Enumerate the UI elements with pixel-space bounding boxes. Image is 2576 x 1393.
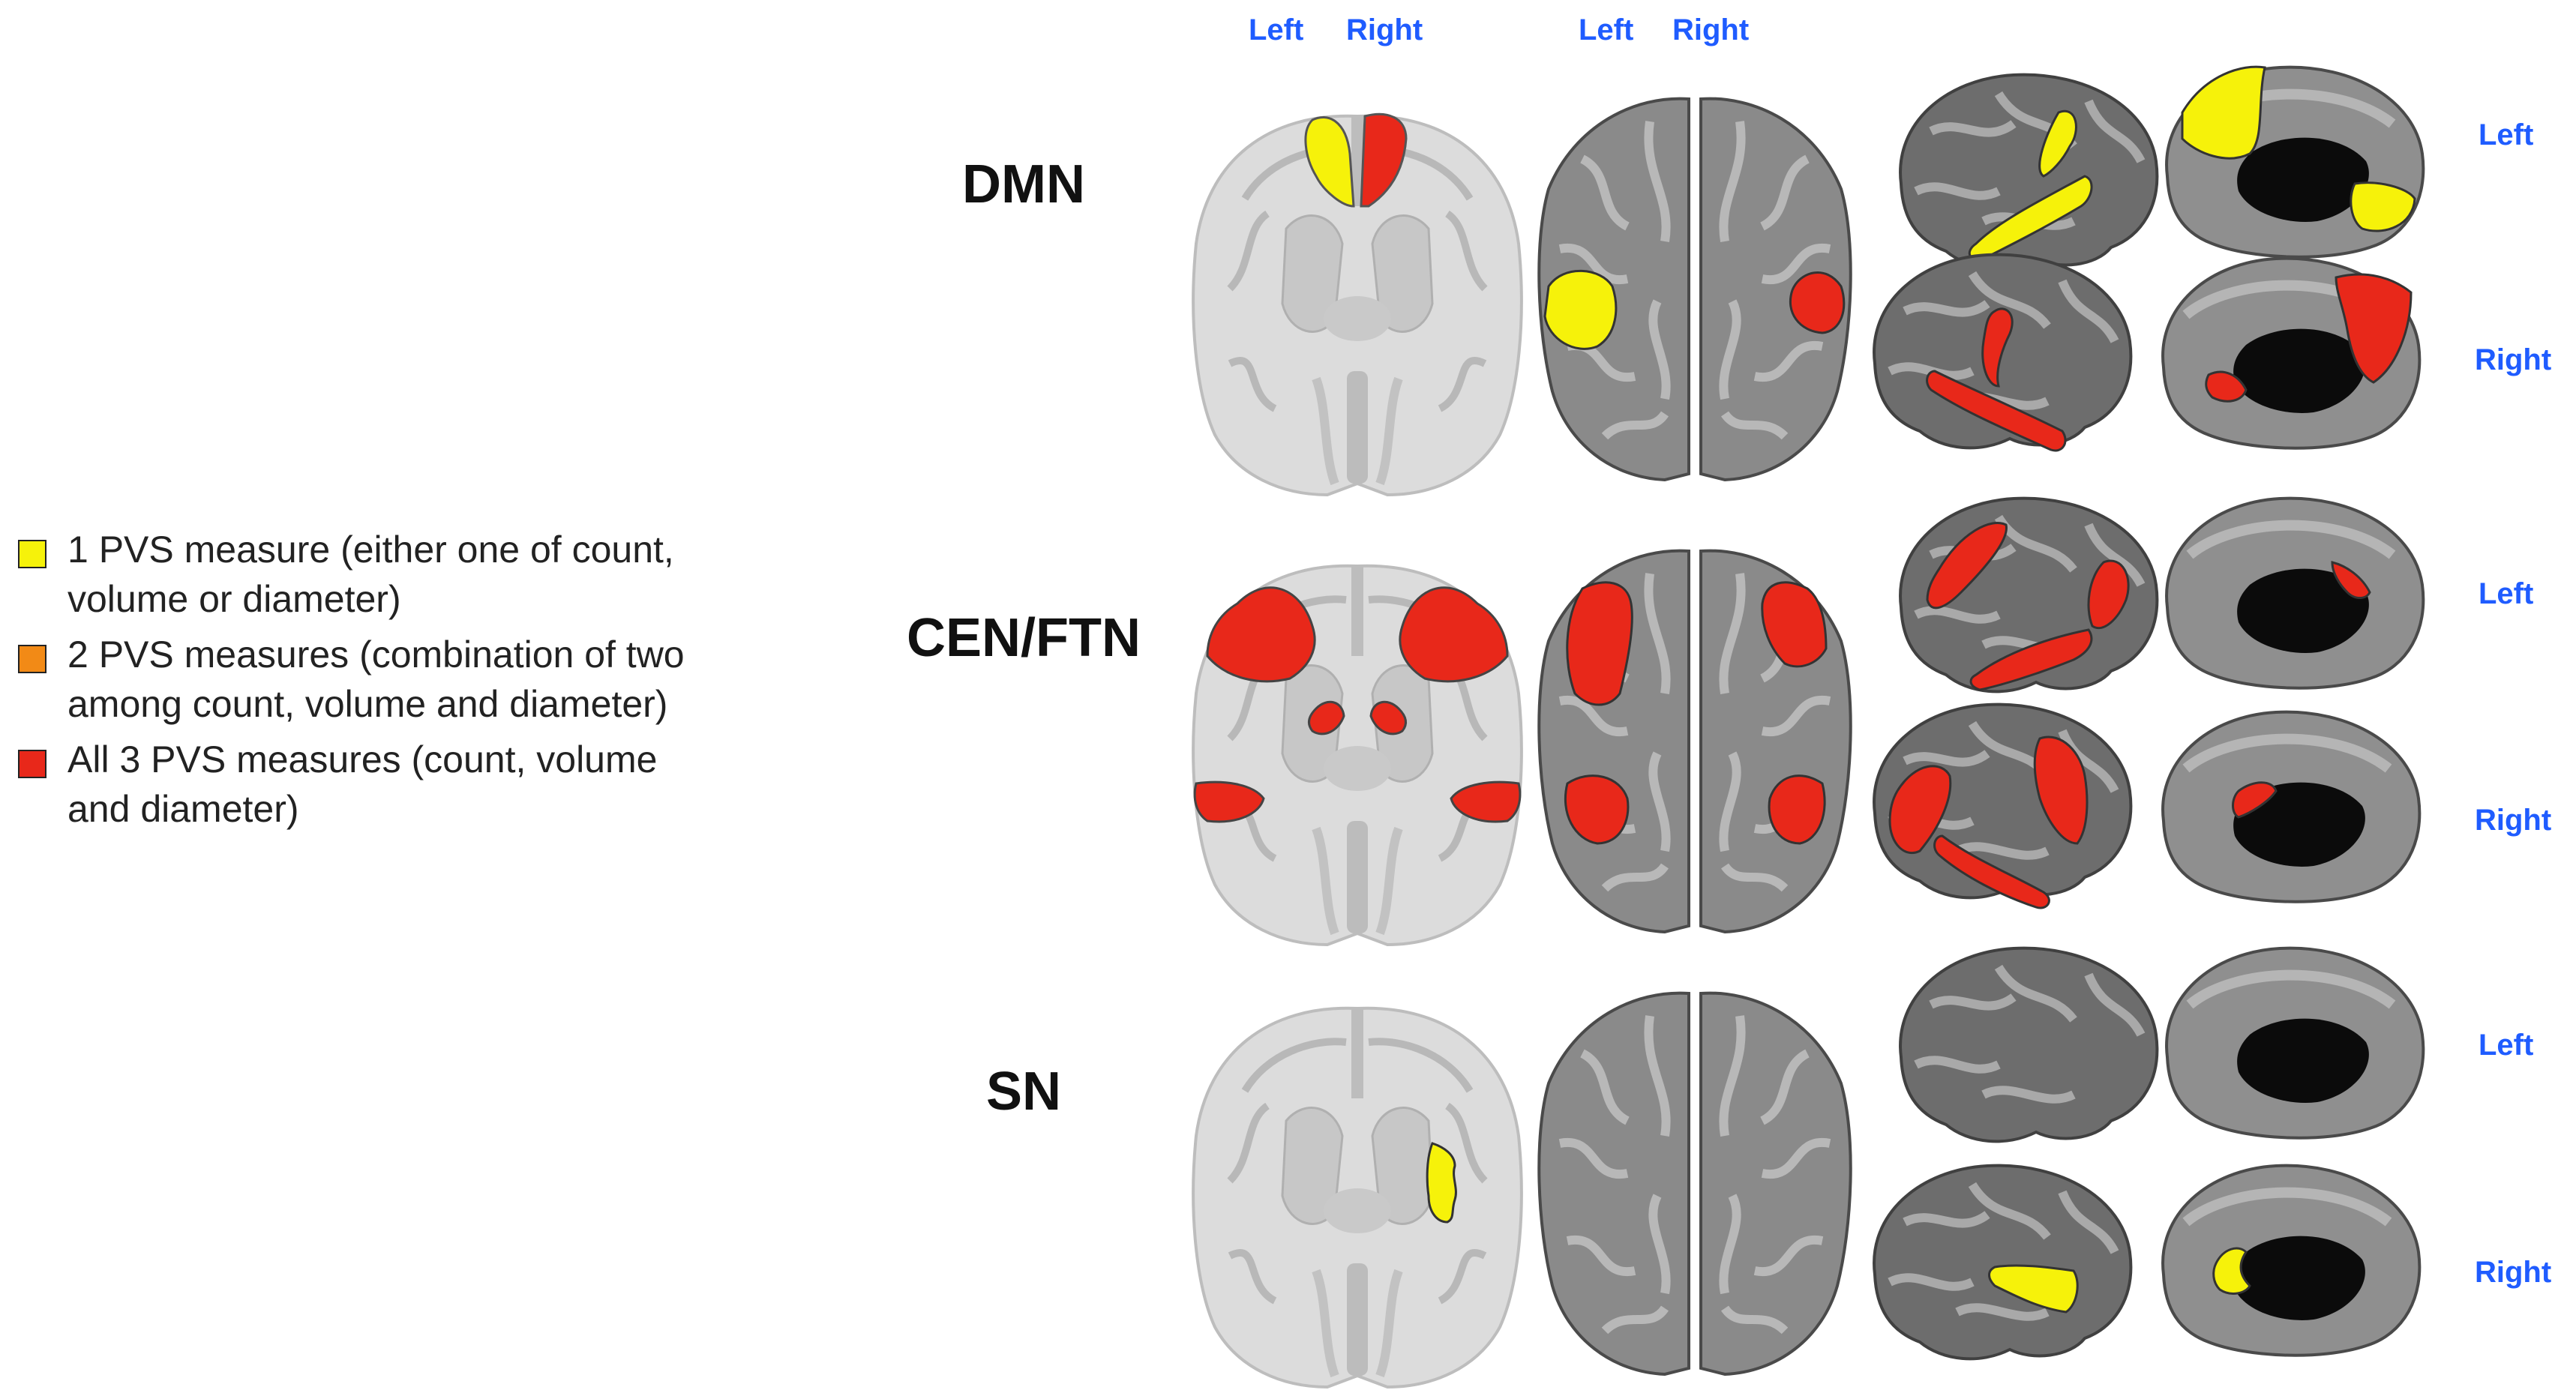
dmn-left-medial [2167,67,2423,257]
row1-label-right: Right [2475,343,2552,376]
top-label-left-axial: Left [1249,13,1304,46]
row3-label-right: Right [2475,1256,2552,1289]
dmn-right-lateral [1874,255,2131,451]
legend-item-3-measures: All 3 PVS measures (count, volume and di… [18,735,783,834]
legend-item-2-measures: 2 PVS measures (combination of two among… [18,630,783,729]
legend-text-1-line2: volume or diameter) [67,578,401,620]
legend-text-3-line2: and diameter) [67,788,299,830]
cen-dorsal-view [1539,551,1850,932]
dmn-axial-left-mpfc [1304,116,1355,208]
network-label-dmn: DMN [962,154,1085,214]
legend-text-2-line2: among count, volume and diameter) [67,683,668,725]
legend-item-1-measure: 1 PVS measure (either one of count, volu… [18,525,783,624]
sn-dorsal-view [1539,993,1850,1374]
cen-left-lateral [1900,499,2157,692]
top-label-right-axial: Right [1346,13,1423,46]
row3-label-left: Left [2479,1029,2534,1062]
row2-label-right: Right [2475,804,2552,837]
cen-right-lateral [1874,705,2131,909]
dmn-axial-right-mpfc [1360,112,1408,208]
sn-axial-slice [1193,1008,1522,1387]
dmn-right-medial [2163,259,2419,448]
cen-axial-slice [1193,566,1522,945]
legend: 1 PVS measure (either one of count, volu… [18,525,783,840]
legend-text-3-line1: All 3 PVS measures (count, volume [67,738,658,780]
sn-right-medial [2163,1166,2419,1356]
row2-label-left: Left [2479,577,2534,610]
sn-left-medial [2167,948,2423,1138]
network-label-cen-ftn: CEN/FTN [907,608,1141,668]
sn-axial-right-insula [1426,1142,1457,1224]
dmn-dorsal-right-parietal [1789,271,1846,334]
row1-label-left: Left [2479,118,2534,151]
dmn-dorsal-view [1539,99,1850,480]
top-label-right-surface: Right [1672,13,1750,46]
legend-swatch-orange [18,645,46,673]
dmn-left-lateral [1900,75,2157,268]
legend-text-2-line1: 2 PVS measures (combination of two [67,634,685,676]
sn-left-lateral [1900,948,2157,1142]
dmn-dorsal-left-parietal [1543,269,1618,350]
legend-swatch-red [18,750,46,778]
top-label-left-surface: Left [1579,13,1634,46]
dmn-axial-slice [1193,114,1522,495]
cen-right-medial [2163,712,2419,902]
network-label-sn: SN [985,1062,1062,1122]
legend-text-1-line1: 1 PVS measure (either one of count, [67,529,674,571]
cen-left-medial [2167,499,2423,688]
legend-swatch-yellow [18,540,46,568]
sn-right-lateral [1874,1166,2131,1359]
